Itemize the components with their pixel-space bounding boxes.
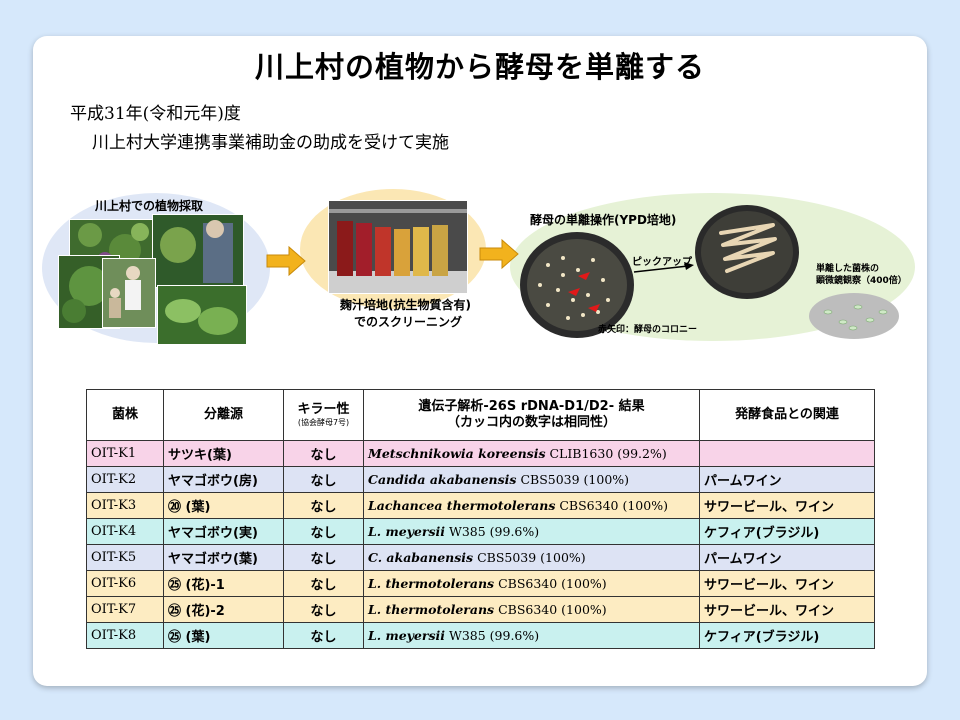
cell-killer: なし [283, 440, 364, 467]
species-name: L. meyersii [368, 524, 446, 539]
species-name: Metschnikowia koreensis [368, 446, 546, 461]
cell-source: ⑳ (葉) [163, 492, 284, 519]
isolation-label: 酵母の単離操作(YPD培地) [530, 213, 677, 227]
cell-source: ヤマゴボウ(葉) [163, 544, 284, 571]
reference-strain: W385 (99.6%) [445, 524, 540, 539]
sampling-label: 川上村での植物採取 [95, 199, 204, 213]
cell-strain: OIT-K4 [86, 518, 164, 545]
cell-gene-result: L. meyersii W385 (99.6%) [363, 622, 700, 649]
cell-strain: OIT-K1 [86, 440, 164, 467]
cell-killer: なし [283, 492, 364, 519]
arrow-right-icon [266, 245, 306, 277]
plant-photo-4 [157, 285, 247, 345]
cell-killer: なし [283, 544, 364, 571]
plant-photo-2 [152, 214, 244, 288]
cell-fermented-food: サワービール、ワイン [699, 492, 875, 519]
cell-strain: OIT-K3 [86, 492, 164, 519]
cell-gene-result: L. meyersii W385 (99.6%) [363, 518, 700, 545]
red-arrow-note: 赤矢印：酵母のコロニー [598, 325, 698, 335]
cell-gene-result: Metschnikowia koreensis CLIB1630 (99.2%) [363, 440, 700, 467]
cell-killer: なし [283, 518, 364, 545]
header-gene: 遺伝子解析-26S rDNA-D1/D2- 結果 （カッコ内の数字は相同性） [363, 389, 700, 441]
screening-label-1: 麹汁培地(抗生物質含有) [340, 298, 471, 312]
header-killer-label: キラー性 [297, 401, 350, 417]
cell-source: ㉕ (花)-1 [163, 570, 284, 597]
arrow-right-icon [479, 238, 519, 270]
screening-label-2: でのスクリーニング [354, 315, 463, 329]
cell-gene-result: Lachancea thermotolerans CBS6340 (100%) [363, 492, 700, 519]
cell-gene-result: C. akabanensis CBS5039 (100%) [363, 544, 700, 571]
slide-title: 川上村の植物から酵母を単離する [254, 50, 705, 84]
cell-gene-result: L. thermotolerans CBS6340 (100%) [363, 596, 700, 623]
cell-source: ㉕ (花)-2 [163, 596, 284, 623]
header-killer-note: (協会酵母7号) [297, 418, 350, 428]
reference-strain: CBS6340 (100%) [494, 602, 607, 617]
subtitle-grant: 川上村大学連携事業補助金の助成を受けて実施 [92, 133, 449, 153]
reference-strain: CBS6340 (100%) [494, 576, 607, 591]
header-food: 発酵食品との関連 [699, 389, 875, 441]
table-header-row: 菌株 分離源 キラー性 (協会酵母7号) 遺伝子解析-26S rDNA-D1/D… [86, 389, 875, 441]
people-photo [102, 258, 156, 328]
cell-strain: OIT-K7 [86, 596, 164, 623]
cell-strain: OIT-K6 [86, 570, 164, 597]
microscope-label-1: 単離した菌株の [816, 264, 880, 274]
cell-gene-result: L. thermotolerans CBS6340 (100%) [363, 570, 700, 597]
cell-fermented-food: サワービール、ワイン [699, 596, 875, 623]
cell-fermented-food: ケフィア(ブラジル) [699, 518, 875, 545]
header-source: 分離源 [163, 389, 284, 441]
cell-source: ヤマゴボウ(実) [163, 518, 284, 545]
reference-strain: W385 (99.6%) [445, 628, 540, 643]
cell-source: ヤマゴボウ(房) [163, 466, 284, 493]
cell-source: サツキ(葉) [163, 440, 284, 467]
subtitle-year: 平成31年(令和元年)度 [70, 104, 241, 124]
species-name: L. meyersii [368, 628, 446, 643]
cell-fermented-food: ケフィア(ブラジル) [699, 622, 875, 649]
header-killer: キラー性 (協会酵母7号) [283, 389, 364, 441]
plate-colonies-photo [520, 232, 634, 338]
cell-source: ㉕ (葉) [163, 622, 284, 649]
species-name: Lachancea thermotolerans [368, 498, 556, 513]
cell-killer: なし [283, 466, 364, 493]
pickup-arrow-icon [633, 262, 694, 273]
cell-strain: OIT-K8 [86, 622, 164, 649]
species-name: L. thermotolerans [368, 602, 495, 617]
microscope-label-2: 顕微鏡観察（400倍） [816, 276, 907, 286]
test-tubes-photo [328, 200, 468, 294]
species-name: Candida akabanensis [368, 472, 517, 487]
cell-killer: なし [283, 596, 364, 623]
cell-fermented-food: サワービール、ワイン [699, 570, 875, 597]
species-name: L. thermotolerans [368, 576, 495, 591]
cell-strain: OIT-K2 [86, 466, 164, 493]
cell-killer: なし [283, 570, 364, 597]
reference-strain: CBS6340 (100%) [555, 498, 668, 513]
cell-strain: OIT-K5 [86, 544, 164, 571]
yeast-strain-table: 菌株 分離源 キラー性 (協会酵母7号) 遺伝子解析-26S rDNA-D1/D… [86, 389, 875, 649]
plate-streak-photo [695, 205, 799, 299]
species-name: C. akabanensis [368, 550, 474, 565]
cell-gene-result: Candida akabanensis CBS5039 (100%) [363, 466, 700, 493]
header-gene-line2: （カッコ内の数字は相同性） [446, 415, 616, 430]
header-gene-line1: 遺伝子解析-26S rDNA-D1/D2- 結果 [418, 398, 645, 414]
cell-fermented-food: パームワイン [699, 544, 875, 571]
microscope-photo [809, 293, 899, 339]
reference-strain: CBS5039 (100%) [473, 550, 586, 565]
reference-strain: CLIB1630 (99.2%) [545, 446, 667, 461]
reference-strain: CBS5039 (100%) [516, 472, 630, 487]
header-strain: 菌株 [86, 389, 164, 441]
cell-fermented-food [699, 440, 875, 467]
pickup-label: ピックアップ [632, 257, 692, 268]
cell-killer: なし [283, 622, 364, 649]
cell-fermented-food: パームワイン [699, 466, 875, 493]
